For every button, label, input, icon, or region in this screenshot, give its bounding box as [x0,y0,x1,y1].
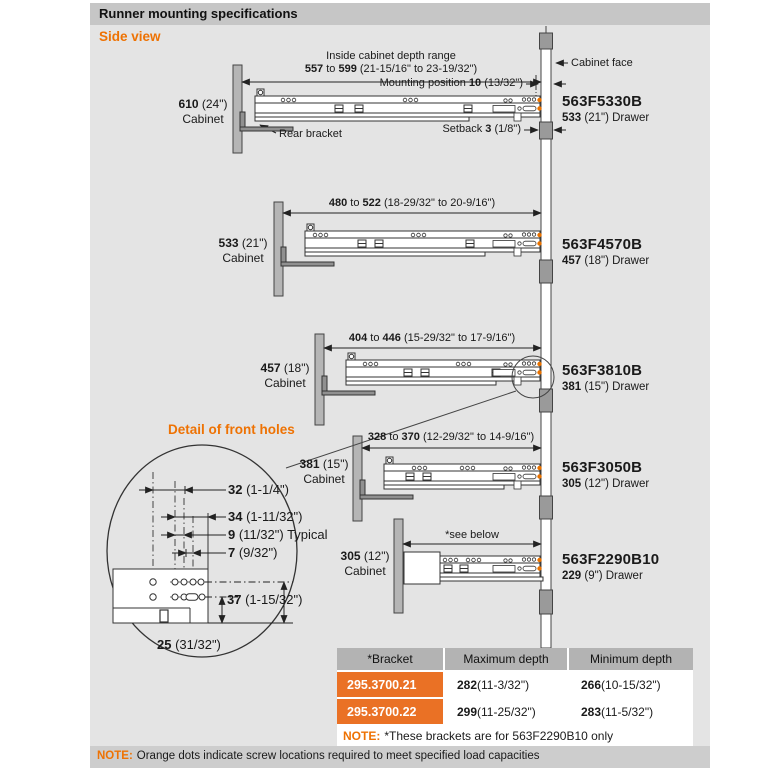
orange-screw-dots [537,232,542,246]
detail-dim-9: 9 (11/32") Typical [228,527,328,542]
detail-of-front-holes [106,444,298,658]
detail-dim-25: 25 (31/32") [157,637,221,652]
detail-dim-7: 7 (9/32") [228,545,278,560]
runner-diagram-563F2290B10 [403,551,544,585]
cabinet-face-label: Cabinet face [571,57,633,69]
footer-note: NOTE:Orange dots indicate screw location… [97,750,540,762]
cabinet-label-4: 381 (15") Cabinet [299,457,349,486]
dimension-lines [241,78,542,548]
bracket-depth-table: *Bracket Maximum depth Minimum depth 295… [337,648,693,746]
runner-front-zoom [112,568,209,624]
table-cell-bracket-2: 295.3700.22 [337,699,443,724]
model-label-5: 563F2290B10 229 (9") Drawer [562,551,660,582]
orange-screw-dots [537,361,542,375]
mounting-position-label: Mounting position 10 (13/32") [379,77,523,89]
model-label-3: 563F3810B 381 (15") Drawer [562,362,650,393]
depth-range-1: 557 to 599 (21-15/16" to 23-19/32") [304,63,478,75]
orange-screw-dots [537,465,542,479]
setback-label: Setback 3 (1/8") [442,123,521,135]
side-view-label: Side view [99,29,161,44]
cabinet-label-5: 305 (12") Cabinet [340,549,390,578]
hole-centerlines [152,472,194,569]
depth-range-4: 328 to 370 (12-29/32" to 14-9/16") [367,431,535,443]
see-below-label: *see below [445,529,499,541]
detail-dim-32: 32 (1-1/4") [228,482,289,497]
rear-bracket-label: Rear bracket [279,128,342,140]
cabinet-label-3: 457 (18") Cabinet [260,361,310,390]
orange-screw-dots [537,557,542,571]
table-header-max-depth: Maximum depth [445,648,567,670]
table-cell-min-1: 266 (10-15/32") [569,672,693,697]
cabinet-face-rail [539,26,553,649]
table-cell-min-2: 283 (11-5/32") [569,699,693,724]
cabinet-label-2: 533 (21") Cabinet [218,236,268,265]
table-note: NOTE:*These brackets are for 563F2290B10… [337,726,693,746]
front-bracket-box [403,551,441,585]
cabinet-label-1: 610 (24") Cabinet [178,97,228,126]
runner-diagram-563F4570B [280,223,542,267]
depth-range-2: 480 to 522 (18-29/32" to 20-9/16") [328,197,496,209]
runner-diagram-563F5330B [239,88,542,132]
detail-dim-34: 34 (1-11/32") [228,509,303,524]
detail-dimension-arrows [139,486,293,624]
depth-range-3: 404 to 446 (15-29/32" to 17-9/16") [348,332,516,344]
detail-dim-37: 37 (1-15/32") [227,592,303,607]
table-cell-max-1: 282 (11-3/32") [445,672,567,697]
table-cell-bracket-1: 295.3700.21 [337,672,443,697]
runner-diagram-563F3810B [321,352,542,396]
table-header-min-depth: Minimum depth [569,648,693,670]
runner-diagram-563F3050B [359,456,542,500]
page-title: Runner mounting specifications [99,6,298,21]
detail-title: Detail of front holes [168,422,295,437]
detail-callout [285,355,555,469]
model-label-2: 563F4570B 457 (18") Drawer [562,236,650,267]
rail-dark-blocks [539,32,553,615]
header-bar [90,3,710,25]
table-cell-max-2: 299 (11-25/32") [445,699,567,724]
model-label-4: 563F3050B 305 (12") Drawer [562,459,650,490]
orange-screw-dots [537,97,542,111]
model-label-1: 563F5330B 533 (21") Drawer [562,93,650,124]
table-header-bracket: *Bracket [337,648,443,670]
footer-note-bar [90,746,710,768]
inside-depth-caption: Inside cabinet depth range [326,50,456,62]
